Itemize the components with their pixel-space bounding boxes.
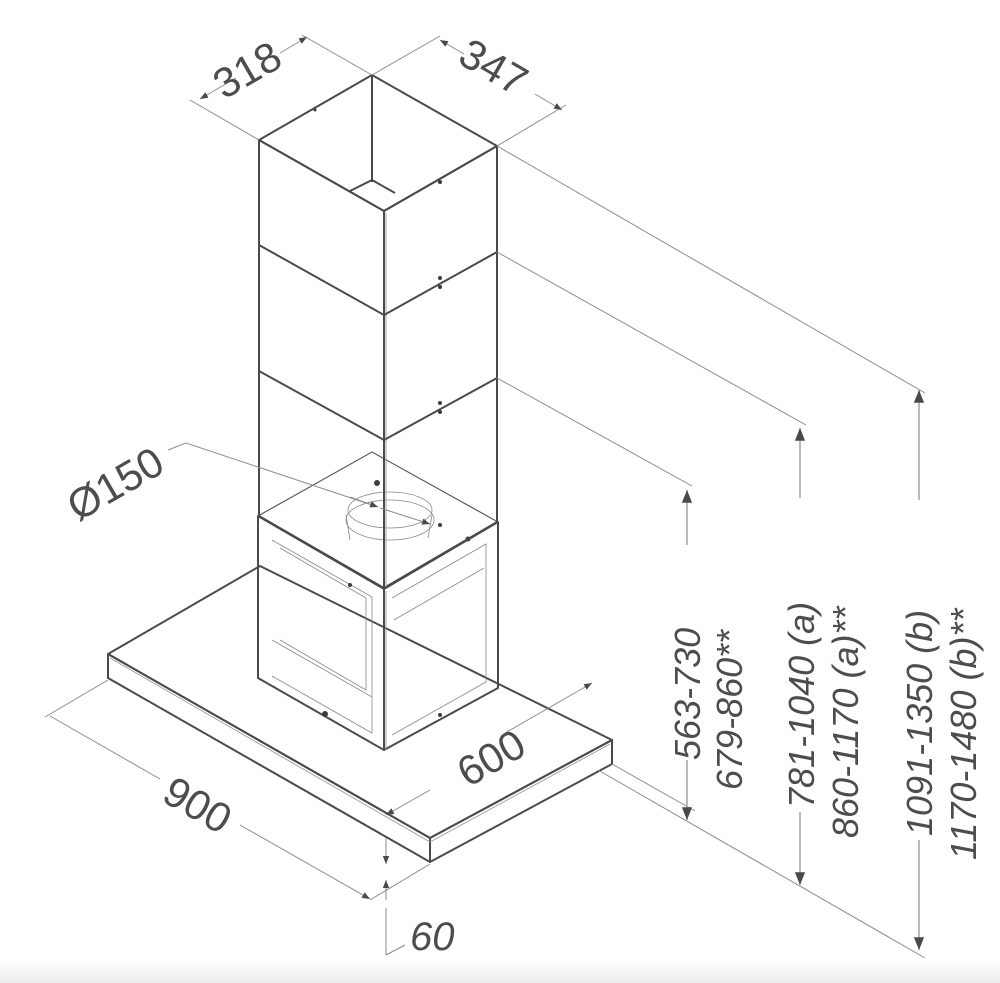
dimension-canopy-thickness: 60 [382, 838, 455, 959]
dimension-canopy-depth: 600 [385, 682, 696, 816]
height-2-line1: 781-1040 (a) [781, 602, 822, 808]
dimension-height-2: 781-1040 (a) 860-1170 (a)** [781, 428, 866, 885]
air-outlet [345, 480, 442, 541]
chimney-width-right-label: 347 [452, 29, 536, 105]
height-extension-lines [496, 145, 926, 959]
height-3-line1: 1091-1350 (b) [899, 610, 940, 836]
chimney-joint-1 [258, 244, 498, 316]
chimney-joint-2 [258, 370, 498, 441]
dimension-height-3: 1091-1350 (b) 1170-1480 (b)** [899, 390, 984, 950]
height-1-line1: 563-730 [667, 628, 708, 760]
canopy-thickness-label: 60 [410, 915, 455, 959]
height-3-line2: 1170-1480 (b)** [943, 608, 984, 860]
dimension-chimney-width-left: 318 [189, 32, 373, 141]
chimney-right-face [383, 145, 498, 589]
dimension-height-1: 563-730 679-860** [667, 490, 750, 820]
chimney-left-face [258, 139, 385, 589]
height-1-line2: 679-860** [709, 629, 750, 790]
outlet-diameter-label: Ø150 [59, 438, 171, 530]
motor-housing [257, 451, 499, 751]
bottom-edge-shadow [0, 958, 1000, 983]
canopy-width-label: 900 [156, 767, 240, 843]
chimney-top-opening [258, 74, 498, 212]
chimney-width-left-label: 318 [205, 32, 289, 108]
chimney [258, 74, 498, 589]
height-2-line2: 860-1170 (a)** [825, 606, 866, 838]
canopy-depth-label: 600 [449, 720, 533, 796]
dimension-chimney-width-right: 347 [371, 29, 567, 147]
